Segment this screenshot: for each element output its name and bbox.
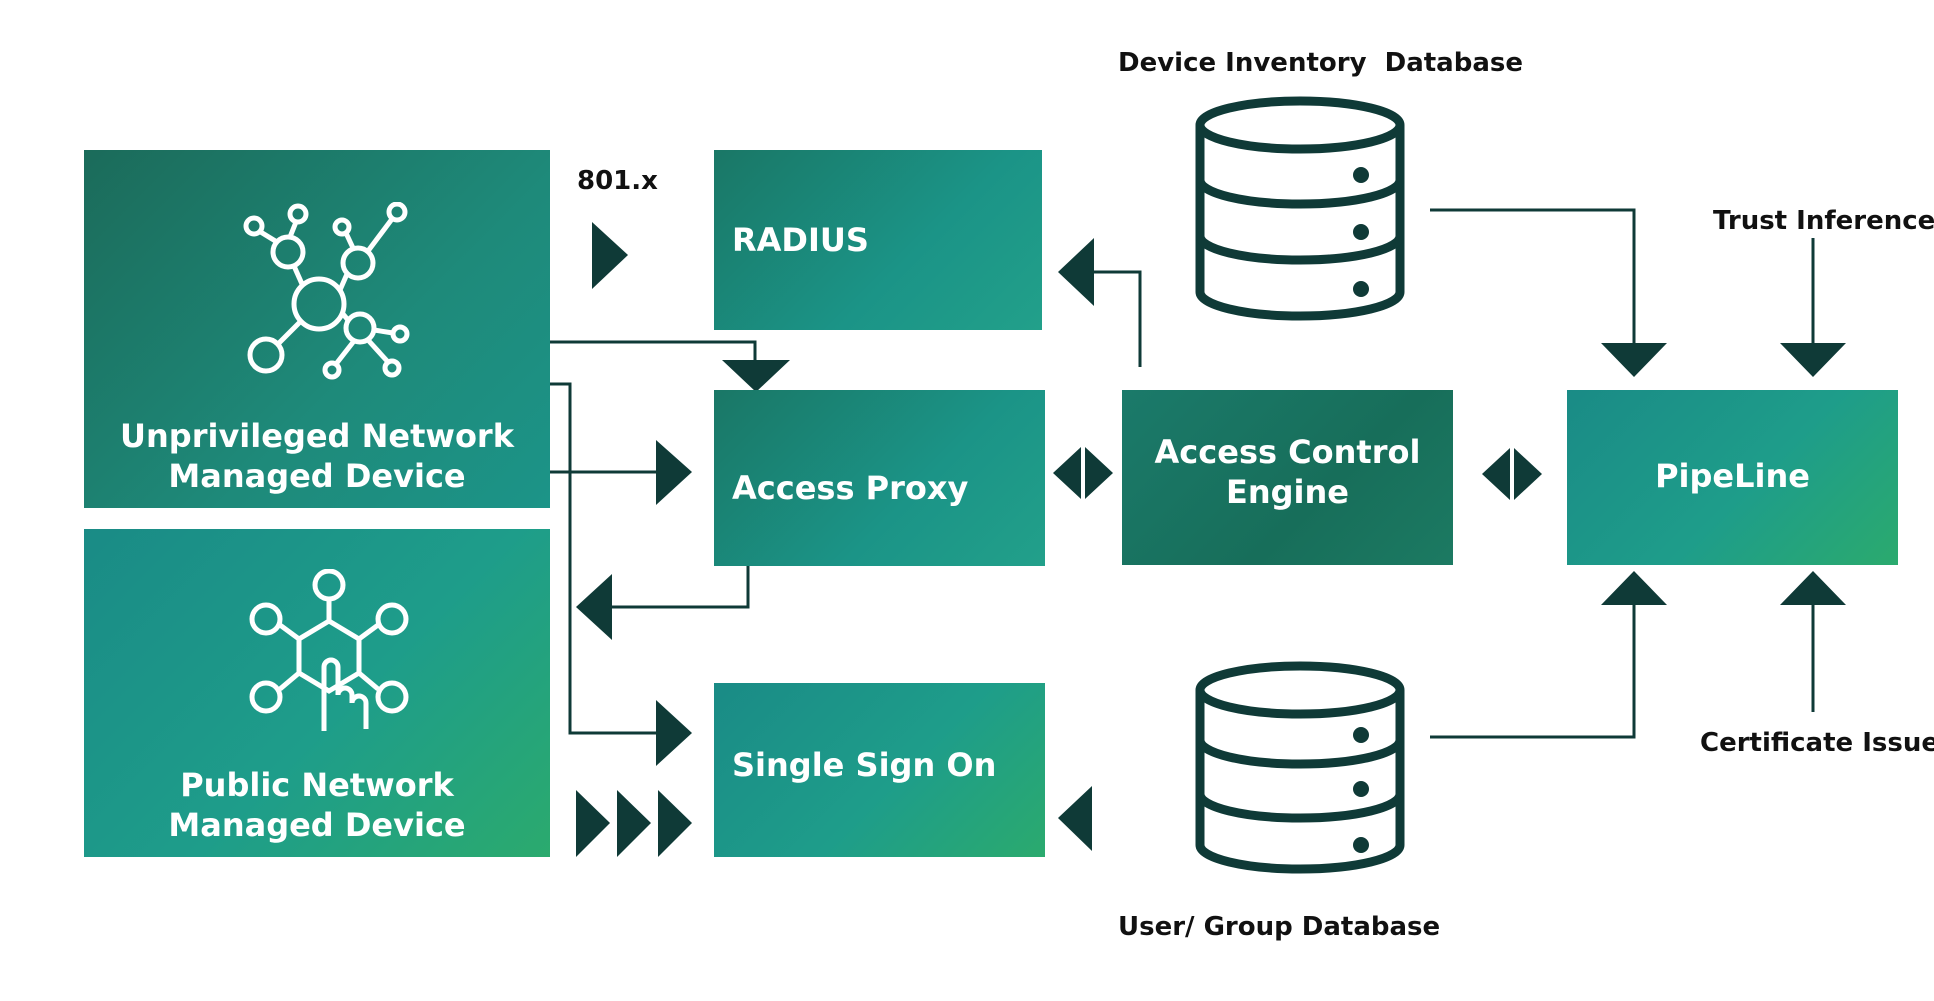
unprivileged-device-label: Unprivileged Network Managed Device <box>120 417 514 495</box>
radius-label: RADIUS <box>732 221 869 259</box>
line-proxy-back <box>612 566 750 609</box>
arrow-into-sso <box>656 700 692 766</box>
arrow-devdb-into-pipeline <box>1601 343 1667 377</box>
line-ace-to-radius <box>1094 270 1142 367</box>
pipeline-box: PipeLine <box>1567 390 1898 565</box>
users-touch-icon <box>249 569 409 731</box>
arrow-ace-pipe-left <box>1482 448 1510 500</box>
single-sign-on-box: Single Sign On <box>714 683 1045 857</box>
public-device-box: Public Network Managed Device <box>84 529 550 857</box>
line-devdb-to-pipeline <box>1430 208 1636 345</box>
arrow-proxy-back <box>576 574 612 640</box>
arrow-proxy-ace-left <box>1053 447 1081 499</box>
line-userdb-to-pipeline <box>1430 602 1636 739</box>
device-inventory-db-label: Device Inventory Database <box>1118 48 1523 78</box>
line-unpriv-to-proxy-top <box>550 340 757 362</box>
radius-box: RADIUS <box>714 150 1042 330</box>
access-control-engine-label: Access Control Engine <box>1154 433 1421 511</box>
access-proxy-box: Access Proxy <box>714 390 1045 566</box>
unprivileged-device-box: Unprivileged Network Managed Device <box>84 150 550 508</box>
database-icon-user-group <box>1195 661 1405 874</box>
line-unpriv-to-sso <box>550 382 660 735</box>
arrow-into-radius <box>1058 238 1094 306</box>
single-sign-on-label: Single Sign On <box>732 746 997 784</box>
protocol-label: 801.x <box>577 166 658 196</box>
public-device-label: Public Network Managed Device <box>168 766 466 844</box>
arrow-into-sso-right <box>1058 786 1092 851</box>
arrow-triple-3 <box>658 790 692 857</box>
arrow-ace-pipe-right <box>1514 448 1542 500</box>
access-proxy-label: Access Proxy <box>732 469 969 507</box>
network-nodes-icon <box>243 202 410 380</box>
pipeline-label: PipeLine <box>1655 457 1810 495</box>
arrow-userdb-into-pipeline <box>1601 571 1667 605</box>
arrow-into-proxy <box>656 440 692 505</box>
arrow-proxy-ace-right <box>1085 447 1113 499</box>
arrow-triple-1 <box>576 790 610 857</box>
arrow-into-proxy-top <box>722 360 790 392</box>
trust-inference-label: Trust Inference <box>1713 206 1934 236</box>
arrow-cert-into-pipeline <box>1780 571 1846 605</box>
arrow-801x <box>592 222 628 289</box>
database-icon <box>1195 96 1405 321</box>
certificate-issuer-label: Certificate Issuer <box>1700 728 1934 758</box>
user-group-db-label: User/ Group Database <box>1118 912 1441 942</box>
arrow-triple-2 <box>617 790 651 857</box>
arrow-trust-into-pipeline <box>1780 343 1846 377</box>
access-control-engine-box: Access Control Engine <box>1122 390 1453 565</box>
